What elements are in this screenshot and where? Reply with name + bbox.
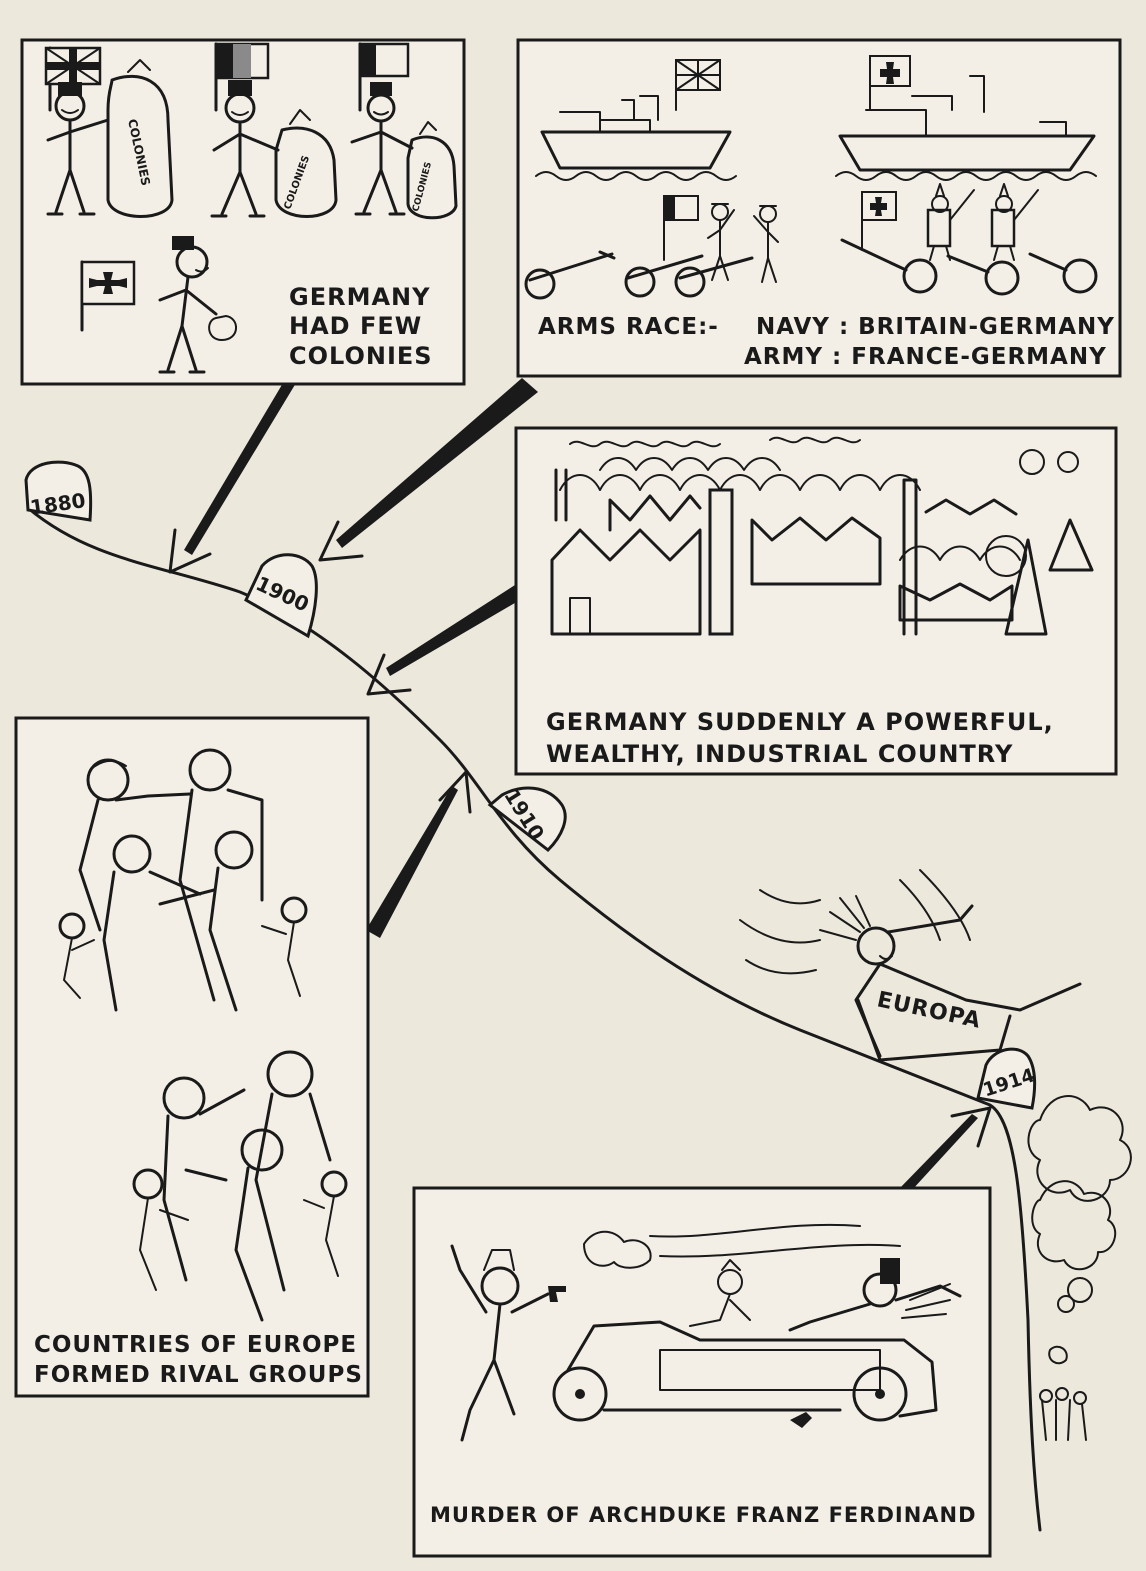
panel-murder: MURDER OF ARCHDUKE FRANZ FERDINAND	[412, 1186, 992, 1558]
group-bottom	[132, 1050, 348, 1322]
panel-alliances: COUNTRIES OF EUROPE FORMED RIVAL GROUPS	[14, 716, 370, 1398]
arrow-industry-to-slope	[366, 585, 520, 696]
car-icon	[552, 1320, 938, 1422]
france-figure	[210, 80, 280, 218]
assassin-figure	[450, 1244, 550, 1442]
arms-race-army: ARMY : FRANCE-GERMANY	[744, 344, 1107, 370]
arms-race-navy: NAVY : BRITAIN-GERMANY	[756, 314, 1115, 340]
factory-icon	[550, 468, 1094, 636]
arrow-arms-race-to-1900	[318, 378, 538, 562]
milestone-1900: 1900	[244, 553, 318, 639]
arrow-alliances-to-1910	[366, 770, 472, 938]
archduke-figure	[788, 1258, 962, 1332]
industry-caption-line1: GERMANY SUDDENLY A POWERFUL,	[546, 708, 1054, 736]
murder-caption: MURDER OF ARCHDUKE FRANZ FERDINAND	[430, 1503, 977, 1527]
europa-label: EUROPA	[875, 987, 984, 1033]
milestone-1880: 1880	[24, 460, 93, 522]
panel-arms-race: ARMS RACE:- NAVY : BRITAIN-GERMANY ARMY …	[516, 38, 1122, 378]
french-soldiers	[707, 203, 779, 283]
panel-industry: GERMANY SUDDENLY A POWERFUL, WEALTHY, IN…	[514, 426, 1118, 776]
arrow-murder-to-1914	[898, 1106, 992, 1190]
explosion-cloud	[1027, 1095, 1132, 1441]
french-flag-army	[663, 195, 699, 261]
milestone-1914: 1914	[976, 1047, 1037, 1110]
panel-colonies: COLONIES COLONIES	[20, 38, 466, 386]
smoke-cloud	[559, 436, 1079, 577]
union-flag-icon	[44, 46, 102, 112]
group-top	[58, 748, 308, 1012]
passenger-figure	[689, 1259, 751, 1327]
tricolour-flag-icon-2	[358, 42, 410, 112]
france-figure-2	[350, 82, 414, 216]
colonies-caption-line2: HAD FEW	[289, 312, 422, 340]
german-soldiers	[926, 183, 1039, 261]
arms-race-prefix: ARMS RACE:-	[538, 314, 719, 340]
german-flag-army	[861, 191, 897, 251]
germany-figure	[158, 236, 237, 374]
battleship-icon-2	[835, 55, 1097, 181]
europa-figure	[739, 869, 1082, 1062]
alliances-caption-line2: FORMED RIVAL GROUPS	[34, 1362, 363, 1388]
cannon-icon-2	[840, 238, 1098, 296]
alliances-caption-line1: COUNTRIES OF EUROPE	[34, 1332, 357, 1358]
battleship-icon	[535, 59, 737, 181]
gunsmoke	[583, 1223, 901, 1269]
arrow-colonies-to-1880s	[168, 383, 296, 574]
pistol-icon	[548, 1286, 566, 1302]
colonies-caption-line1: GERMANY	[289, 283, 431, 311]
industry-caption-line2: WEALTHY, INDUSTRIAL COUNTRY	[546, 740, 1013, 768]
blood-drop	[790, 1412, 812, 1428]
britain-figure	[46, 82, 110, 216]
colonies-caption-line3: COLONIES	[289, 342, 433, 370]
tricolour-flag-icon	[214, 42, 270, 112]
iron-cross-flag-icon	[80, 260, 136, 332]
